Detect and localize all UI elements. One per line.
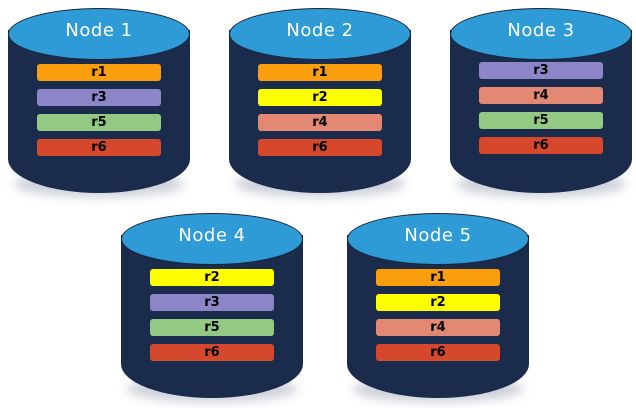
node-1[interactable]: Node 1 r1 r3 r5 r6 bbox=[8, 8, 190, 197]
replica-list: r1 r2 r4 r6 bbox=[347, 269, 529, 361]
replica-bar[interactable]: r6 bbox=[258, 139, 382, 156]
node-4[interactable]: Node 4 r2 r3 r5 r6 bbox=[121, 213, 303, 402]
replica-bar[interactable]: r3 bbox=[479, 62, 603, 79]
replica-bar[interactable]: r6 bbox=[376, 344, 500, 361]
node-cap-ellipse bbox=[229, 8, 411, 60]
node-cap-ellipse bbox=[347, 213, 529, 265]
node-5[interactable]: Node 5 r1 r2 r4 r6 bbox=[347, 213, 529, 402]
replica-bar[interactable]: r2 bbox=[376, 294, 500, 311]
node-label: Node 3 bbox=[507, 20, 575, 41]
node-3[interactable]: Node 3 r3 r4 r5 r6 bbox=[450, 8, 632, 197]
replica-bar[interactable]: r6 bbox=[37, 139, 161, 156]
node-cap-ellipse bbox=[450, 8, 632, 60]
replica-bar[interactable]: r2 bbox=[258, 89, 382, 106]
replica-bar[interactable]: r1 bbox=[376, 269, 500, 286]
replica-bar[interactable]: r4 bbox=[479, 87, 603, 104]
replica-list: r3 r4 r5 r6 bbox=[450, 62, 632, 154]
replica-list: r1 r3 r5 r6 bbox=[8, 64, 190, 156]
replica-bar[interactable]: r4 bbox=[258, 114, 382, 131]
replica-bar[interactable]: r4 bbox=[376, 319, 500, 336]
replica-bar[interactable]: r5 bbox=[479, 112, 603, 129]
node-label: Node 4 bbox=[178, 225, 246, 246]
node-cap-ellipse bbox=[121, 213, 303, 265]
replica-list: r1 r2 r4 r6 bbox=[229, 64, 411, 156]
replica-bar[interactable]: r2 bbox=[150, 269, 274, 286]
replica-bar[interactable]: r6 bbox=[479, 137, 603, 154]
replica-list: r2 r3 r5 r6 bbox=[121, 269, 303, 361]
node-label: Node 1 bbox=[65, 20, 133, 41]
replica-bar[interactable]: r1 bbox=[37, 64, 161, 81]
replica-bar[interactable]: r3 bbox=[150, 294, 274, 311]
replica-bar[interactable]: r3 bbox=[37, 89, 161, 106]
replica-bar[interactable]: r5 bbox=[37, 114, 161, 131]
node-label: Node 2 bbox=[286, 20, 354, 41]
node-2[interactable]: Node 2 r1 r2 r4 r6 bbox=[229, 8, 411, 197]
replica-bar[interactable]: r1 bbox=[258, 64, 382, 81]
replica-bar[interactable]: r5 bbox=[150, 319, 274, 336]
replica-bar[interactable]: r6 bbox=[150, 344, 274, 361]
node-cap-ellipse bbox=[8, 8, 190, 60]
node-label: Node 5 bbox=[404, 225, 472, 246]
